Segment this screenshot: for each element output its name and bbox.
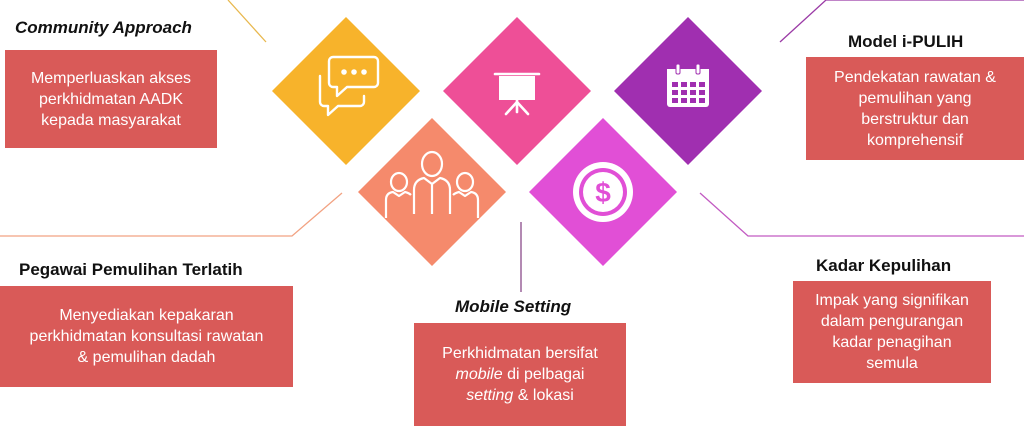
presentation-board-icon [493, 72, 541, 116]
community-approach-box: Memperluaskan akses perkhidmatan AADK ke… [5, 50, 217, 148]
pegawai-box: Menyediakan kepakaran perkhidmatan konsu… [0, 286, 293, 387]
mobile-setting-heading: Mobile Setting [455, 297, 572, 316]
model-ipulih-heading: Model i-PULIH [848, 32, 964, 51]
mobile-line-2-rest: di pelbagai [502, 366, 585, 383]
model-ipulih-box: Pendekatan rawatan & pemulihan yang bers… [806, 57, 1024, 160]
model-line-3: berstruktur dan [861, 110, 969, 128]
kadar-line-4: semula [866, 355, 918, 372]
mobile-line-3-italic: setting [466, 387, 514, 404]
connector-kadar [699, 192, 1024, 237]
pegawai-heading: Pegawai Pemulihan Terlatih [19, 260, 243, 279]
chat-bubbles-icon [318, 55, 380, 117]
community-approach-heading: Community Approach [15, 18, 192, 37]
connector-community [227, 0, 267, 43]
connector-pegawai [0, 192, 343, 237]
community-line-3: kepada masyarakat [41, 111, 181, 129]
mobile-line-3-rest: & lokasi [513, 387, 574, 404]
mobile-line-1: Perkhidmatan bersifat [442, 345, 598, 362]
dollar-coin-icon: $ [573, 162, 633, 222]
mobile-setting-box: Perkhidmatan bersifat mobile di pelbagai… [414, 323, 626, 426]
mobile-line-3: setting & lokasi [466, 385, 574, 406]
calendar-icon [667, 63, 709, 107]
connector-model [779, 0, 1024, 43]
model-line-2: pemulihan yang [858, 89, 972, 107]
kadar-kepulihan-box: Impak yang signifikan dalam pengurangan … [793, 281, 991, 383]
kadar-line-1: Impak yang signifikan [815, 292, 969, 309]
pegawai-line-1: Menyediakan kepakaran [59, 307, 234, 324]
team-people-icon [384, 150, 480, 218]
community-line-1: Memperluaskan akses [30, 69, 192, 87]
kadar-kepulihan-heading: Kadar Kepulihan [816, 256, 952, 275]
model-line-1: Pendekatan rawatan & [834, 68, 996, 86]
mobile-line-2: mobile di pelbagai [456, 364, 585, 385]
kadar-line-2: dalam pengurangan [820, 313, 964, 330]
svg-text:$: $ [595, 177, 611, 208]
community-line-2: perkhidmatan AADK [38, 90, 184, 108]
mobile-line-2-italic: mobile [455, 366, 503, 383]
diamond-community [272, 17, 420, 165]
kadar-line-3: kadar penagihan [832, 334, 952, 351]
pegawai-line-3: & pemulihan dadah [77, 349, 216, 366]
model-line-4: komprehensif [866, 131, 964, 149]
pegawai-line-2: perkhidmatan konsultasi rawatan [29, 328, 264, 345]
